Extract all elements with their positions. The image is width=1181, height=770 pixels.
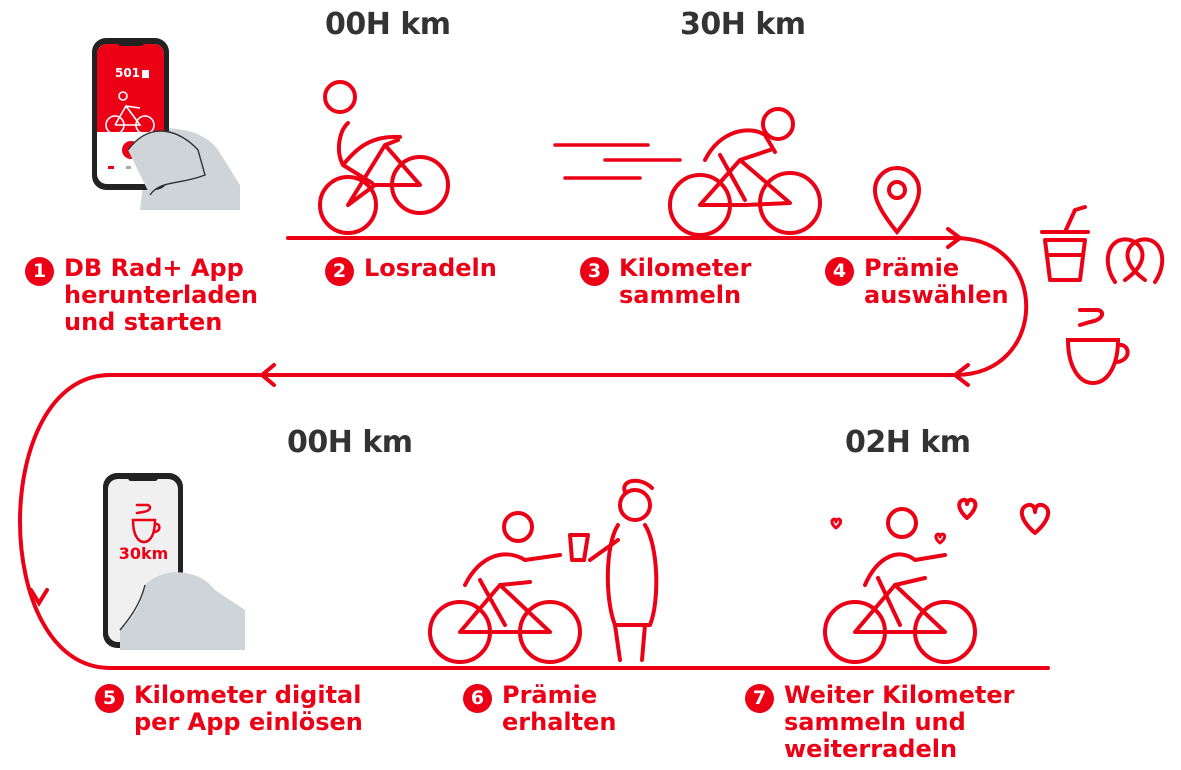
pretzel-icon: [1105, 237, 1165, 284]
step-4: 4 Prämie auswählen: [825, 255, 1009, 309]
step-1: 1 DB Rad+ App herunterladen und starten: [25, 255, 258, 336]
phone-icon: [103, 473, 245, 650]
step-label: Losradeln: [364, 254, 497, 282]
step-3: 3 Kilometer sammeln: [580, 255, 751, 309]
km-counter-3: 00H km: [287, 425, 413, 460]
step-label: Prämie erhalten: [502, 681, 617, 736]
cyclist-icon: [428, 511, 582, 664]
phone-icon: [92, 38, 240, 210]
drink-cup-icon: [1040, 205, 1090, 282]
location-pin-icon: [872, 166, 922, 236]
cyclist-icon: [823, 507, 977, 664]
step-6: 6 Prämie erhalten: [463, 682, 616, 736]
speed-lines: [553, 143, 682, 180]
km-counter-1: 00H km: [325, 7, 451, 42]
step-number: 2: [325, 257, 354, 286]
step-number: 3: [580, 257, 609, 286]
route-path: [18, 227, 1050, 670]
barista-icon: [568, 478, 659, 662]
step-label: Kilometer digital per App einlösen: [134, 681, 363, 736]
step-number: 4: [825, 257, 854, 286]
km-counter-2: 30H km: [680, 7, 806, 42]
step-label: DB Rad+ App herunterladen und starten: [64, 254, 258, 336]
cyclist-icon: [668, 107, 822, 237]
phone-balance: 501: [114, 66, 150, 80]
step-number: 6: [463, 684, 492, 713]
step-number: 5: [95, 684, 124, 713]
coffee-cup-icon: [1065, 308, 1130, 386]
step-label: Prämie auswählen: [864, 254, 1009, 309]
heart-icon: [830, 497, 1051, 545]
step-label: Weiter Kilometer sammeln und weiterradel…: [784, 681, 1015, 763]
step-7: 7 Weiter Kilometer sammeln und weiterrad…: [745, 682, 1014, 763]
phone-reward-km: 30km: [118, 544, 169, 563]
step-number: 7: [745, 684, 774, 713]
km-counter-4: 02H km: [845, 425, 971, 460]
step-number: 1: [25, 257, 54, 286]
step-2: 2 Losradeln: [325, 255, 497, 286]
step-label: Kilometer sammeln: [619, 254, 752, 309]
cyclist-icon: [318, 80, 450, 235]
balance-amount: 501: [114, 66, 141, 80]
step-5: 5 Kilometer digital per App einlösen: [95, 682, 363, 736]
